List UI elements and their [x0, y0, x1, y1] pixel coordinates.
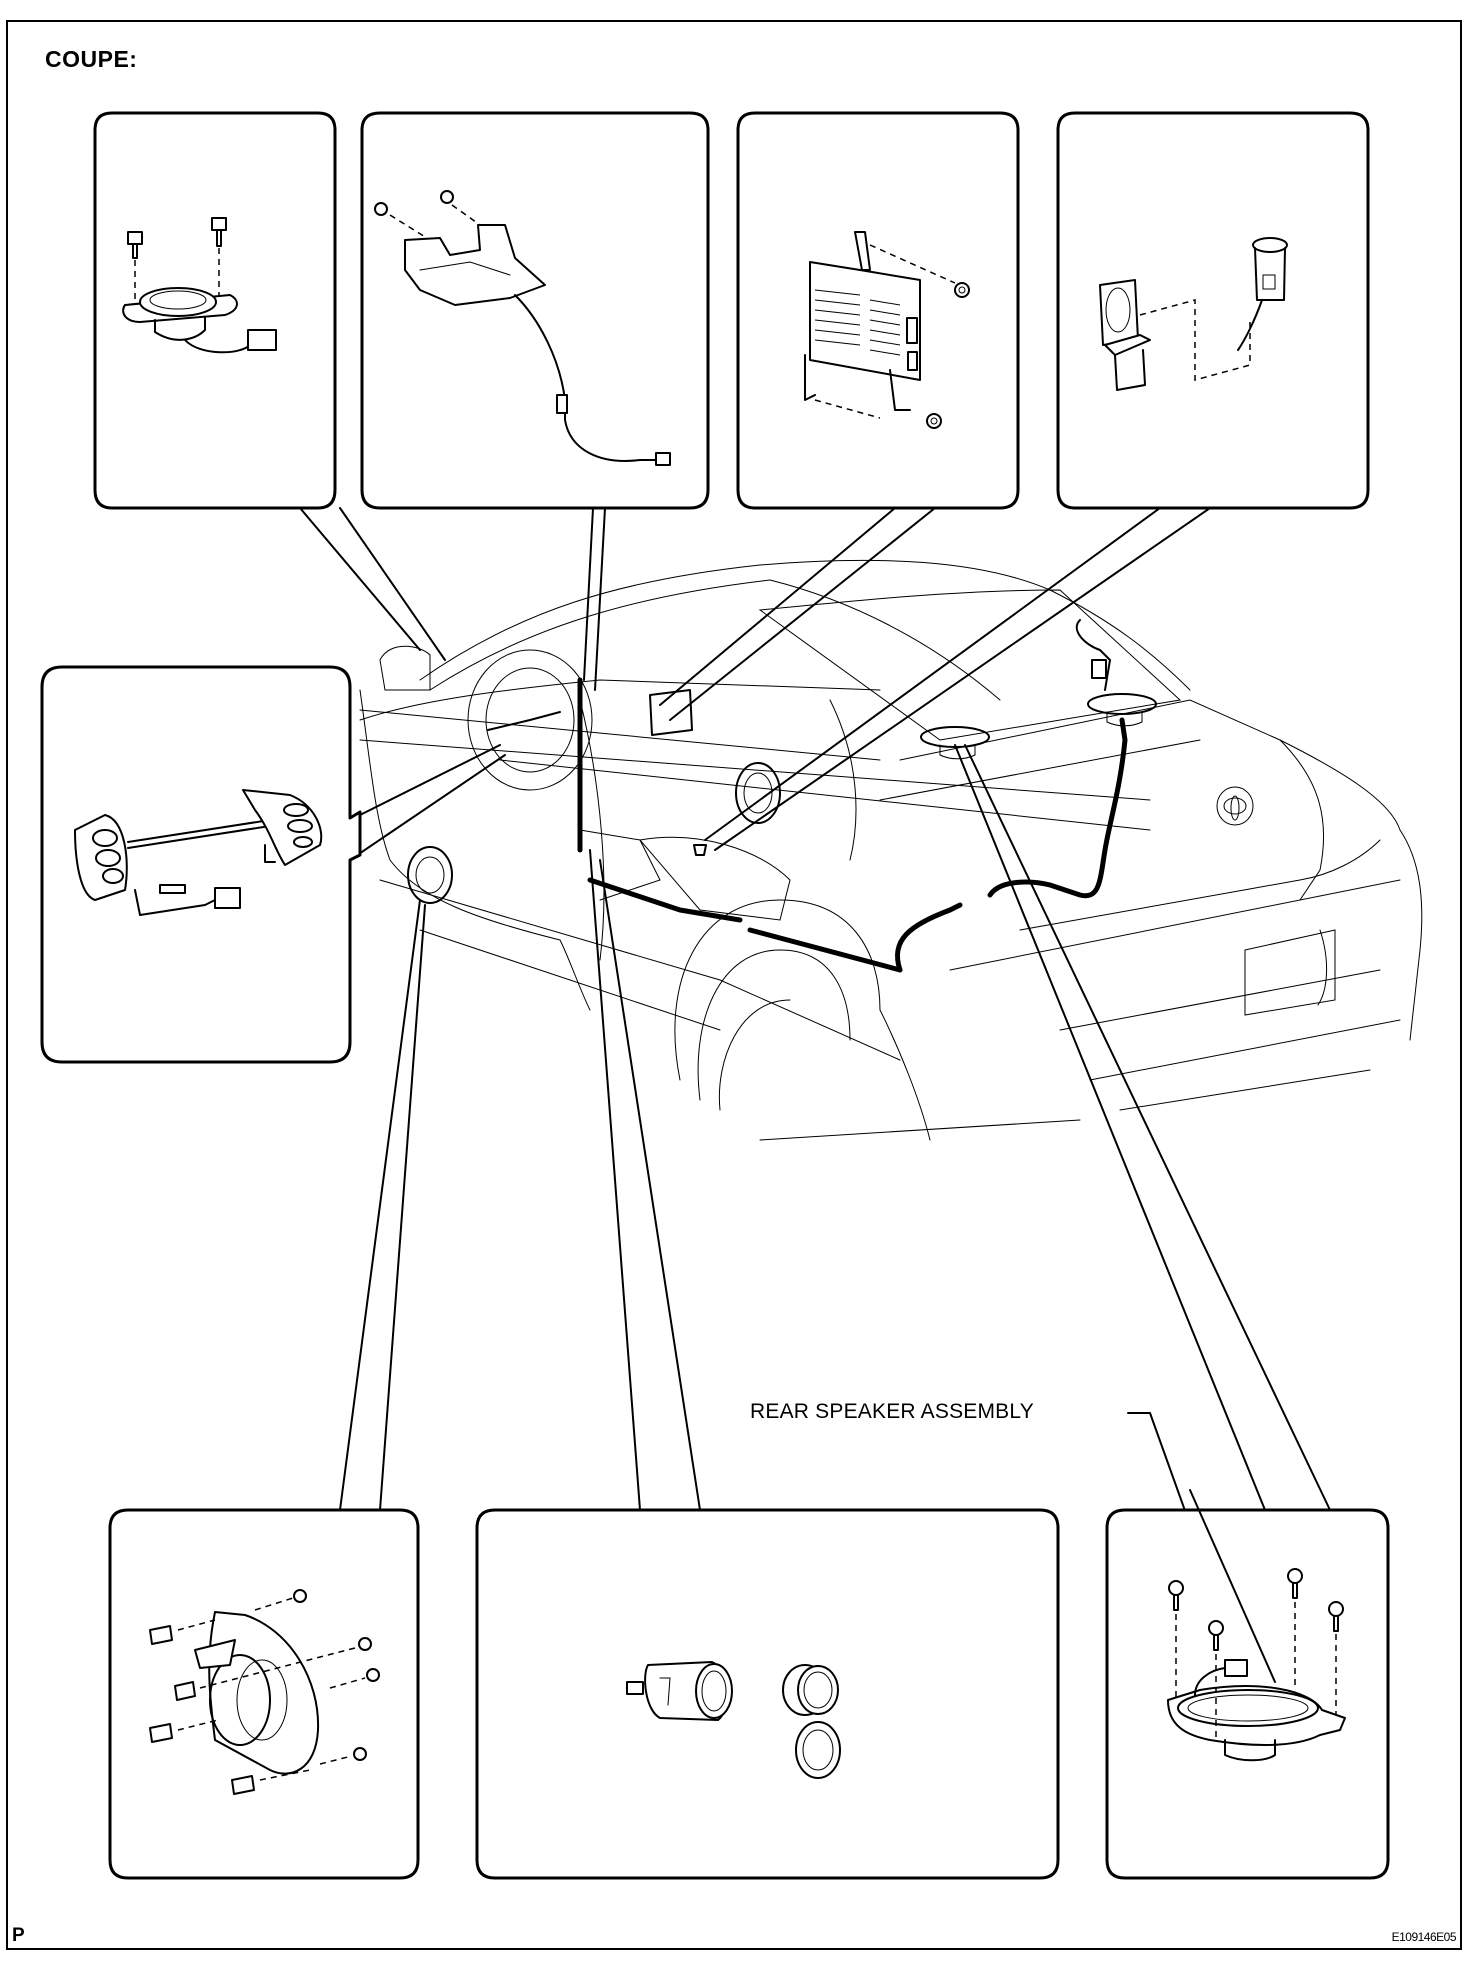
rear-speaker-assembly-label: REAR SPEAKER ASSEMBLY [750, 1400, 1034, 1423]
bracket-icon [404, 224, 546, 306]
pillar-speaker-location [735, 762, 781, 824]
screw-icon [211, 217, 227, 247]
tweeter-speaker-icon [122, 287, 277, 354]
door-speaker-icon [194, 1611, 320, 1775]
panel-amplifier [736, 111, 1020, 510]
screw-icon [440, 190, 454, 204]
page-marker: P [12, 1925, 25, 1946]
panel-steering-switch [40, 665, 362, 1064]
steering-switch-left-icon [74, 814, 128, 901]
rear-speaker-location [920, 619, 1157, 760]
clip-icon [149, 1723, 173, 1743]
outlet-body-icon [1237, 237, 1288, 351]
screw-icon [366, 1668, 380, 1682]
leader-lines [299, 507, 1331, 1763]
lighter-socket-icon [626, 1661, 733, 1721]
door-speaker-location [407, 846, 453, 904]
bolt-icon [1328, 1601, 1344, 1632]
figure-id: E109146E05 [1391, 1930, 1457, 1944]
panel-power-outlet [1056, 111, 1370, 510]
panel-front-tweeter [93, 111, 337, 510]
clip-icon [174, 1681, 196, 1701]
bolt-icon [1208, 1620, 1224, 1651]
bolt-icon [1168, 1580, 1184, 1611]
nut-icon [954, 282, 970, 298]
amplifier-icon [804, 231, 921, 411]
screw-icon [127, 231, 143, 259]
diagram-frame [6, 20, 1462, 1950]
panel-front-door-speaker [108, 1508, 420, 1880]
screw-icon [374, 202, 388, 216]
screw-icon [358, 1637, 372, 1651]
panel-harness-bracket [360, 111, 710, 510]
nut-icon [926, 413, 942, 429]
screw-icon [293, 1589, 307, 1603]
clip-icon [231, 1775, 255, 1795]
vehicle-body [359, 559, 1423, 1141]
screw-icon [353, 1747, 367, 1761]
lighter-cap-icon [782, 1664, 841, 1779]
rear-speaker-icon [1167, 1659, 1346, 1762]
steering-switch-right-icon [242, 789, 323, 866]
diagram-title: COUPE: [45, 46, 138, 72]
clip-icon [149, 1625, 173, 1645]
outlet-socket-icon [1099, 279, 1151, 391]
panel-cigarette-lighter [475, 1508, 1060, 1880]
bolt-icon [1287, 1568, 1303, 1599]
panel-rear-speaker [1105, 1489, 1390, 1880]
